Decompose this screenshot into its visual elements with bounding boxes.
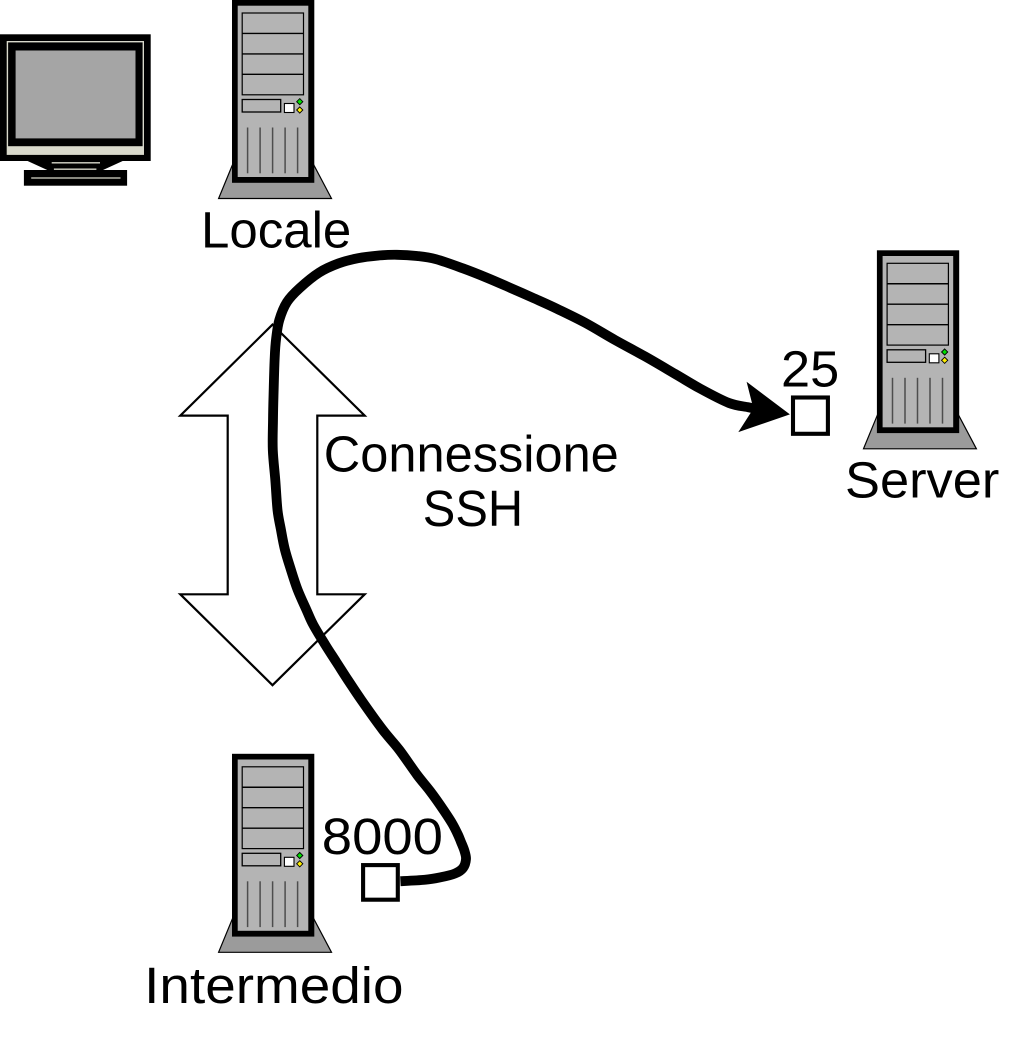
- svg-text:8000: 8000: [322, 808, 443, 865]
- svg-text:25: 25: [781, 341, 839, 398]
- svg-text:Intermedio: Intermedio: [144, 957, 403, 1014]
- svg-text:SSH: SSH: [423, 480, 523, 537]
- svg-text:Server: Server: [845, 451, 999, 508]
- svg-text:Locale: Locale: [201, 202, 351, 259]
- svg-text:Connessione: Connessione: [324, 426, 619, 483]
